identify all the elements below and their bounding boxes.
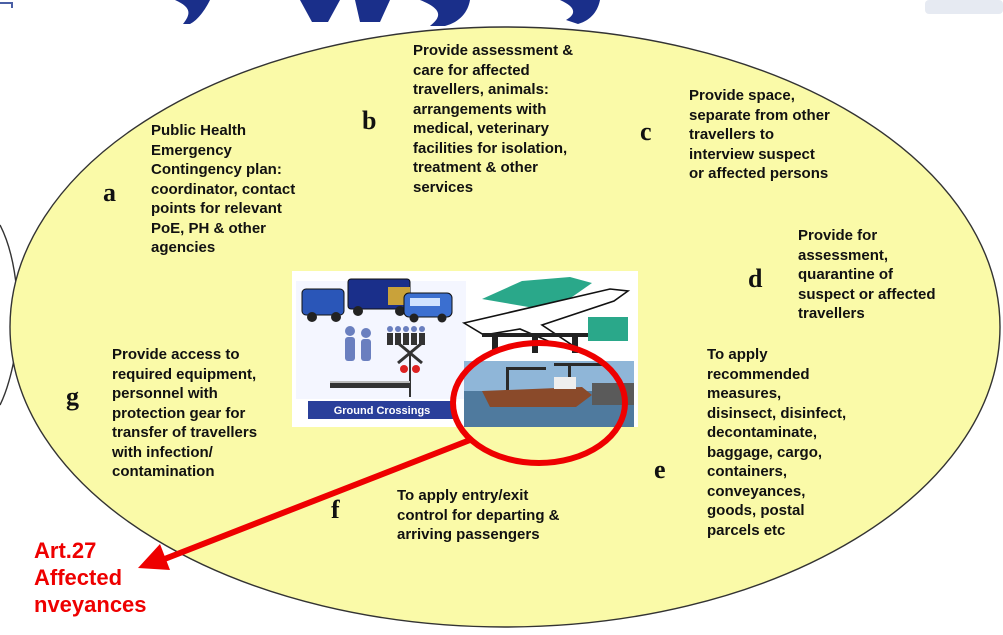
item-a-letter: a: [103, 178, 116, 207]
item-f-letter: f: [331, 495, 340, 524]
title-fragment: [175, 0, 600, 26]
item-c-letter: c: [640, 117, 652, 146]
pointer-arrow-head: [138, 544, 170, 570]
item-e-letter: e: [654, 455, 666, 484]
pointer-arrow-line: [160, 437, 472, 563]
truck-icon: [301, 288, 345, 316]
image-label-bar: [308, 401, 456, 419]
center-image-svg: Ground Crossings: [296, 277, 634, 427]
railway-crossing-icon: [397, 341, 423, 397]
highlight-circle: [450, 340, 628, 466]
top-left-mark: [0, 2, 13, 8]
ground-crossing-illustration: Ground Crossings: [296, 278, 466, 419]
item-d-text: Provide for assessment, quarantine of su…: [798, 227, 936, 322]
item-f-text: To apply entry/exit control for departin…: [397, 487, 560, 543]
item-d-letter: d: [748, 264, 763, 293]
item-b-letter: b: [362, 106, 377, 135]
item-g-letter: g: [66, 382, 79, 411]
seaport-photo: [464, 361, 634, 427]
item-e-text: To apply recommended measures, disinsect…: [707, 346, 847, 539]
travellers-icon: [345, 326, 425, 361]
item-a-text: Public Health Emergency Contingency plan…: [151, 122, 296, 256]
item-b-text: Provide assessment & care for affected t…: [413, 42, 574, 196]
article-caption: Art.27 Affected nveyances: [34, 538, 147, 617]
image-label: Ground Crossings: [334, 405, 431, 417]
ship-icon: [482, 387, 592, 407]
rail-track-icon: [330, 381, 410, 388]
top-right-tab: [925, 0, 1003, 14]
item-c-text: Provide space, separate from other trave…: [689, 87, 830, 182]
item-g-text: Provide access to required equipment, pe…: [112, 346, 258, 480]
